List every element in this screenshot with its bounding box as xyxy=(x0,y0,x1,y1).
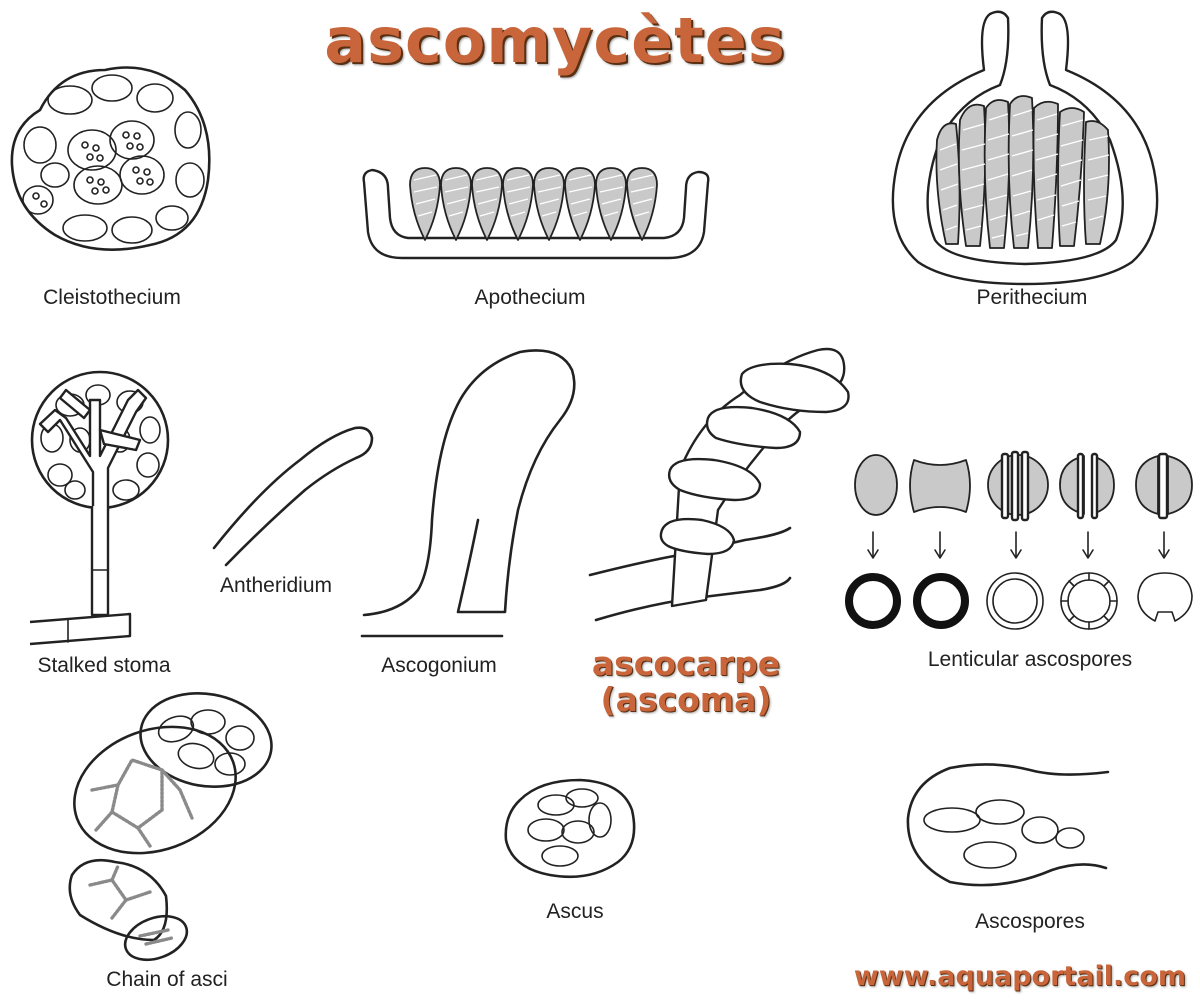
label-chain-of-asci: Chain of asci xyxy=(106,968,228,991)
ascogonium-drawing xyxy=(360,349,576,638)
label-ascospores: Ascospores xyxy=(975,910,1085,933)
page-title: ascomycètes xyxy=(324,4,786,77)
label-perithecium: Perithecium xyxy=(976,286,1088,309)
stalked-stoma-drawing xyxy=(29,370,170,646)
ascocarp-coil-drawing xyxy=(588,347,850,622)
label-ascogonium: Ascogonium xyxy=(381,654,497,677)
chain-of-asci-drawing xyxy=(68,691,273,962)
ascus-drawing xyxy=(504,778,636,879)
label-ascus: Ascus xyxy=(546,900,604,923)
ascocarp-label: ascocarpe xyxy=(591,644,781,683)
ascoma-label: (ascoma) xyxy=(600,680,772,719)
label-apothecium: Apothecium xyxy=(474,286,586,309)
label-cleistothecium: Cleistothecium xyxy=(43,286,181,309)
label-antheridium: Antheridium xyxy=(219,574,333,597)
lenticular-ascospores-drawing xyxy=(845,450,1193,630)
ascospores-drawing xyxy=(906,763,1110,887)
label-stalked-stoma: Stalked stoma xyxy=(37,654,171,677)
perithecium-drawing xyxy=(891,10,1159,286)
site-watermark-url: www.aquaportail.com xyxy=(853,961,1186,992)
apothecium-drawing xyxy=(362,167,710,260)
label-lenticular-ascospores: Lenticular ascospores xyxy=(927,648,1133,671)
cleistothecium-drawing xyxy=(10,66,211,251)
antheridium-drawing xyxy=(212,426,374,567)
